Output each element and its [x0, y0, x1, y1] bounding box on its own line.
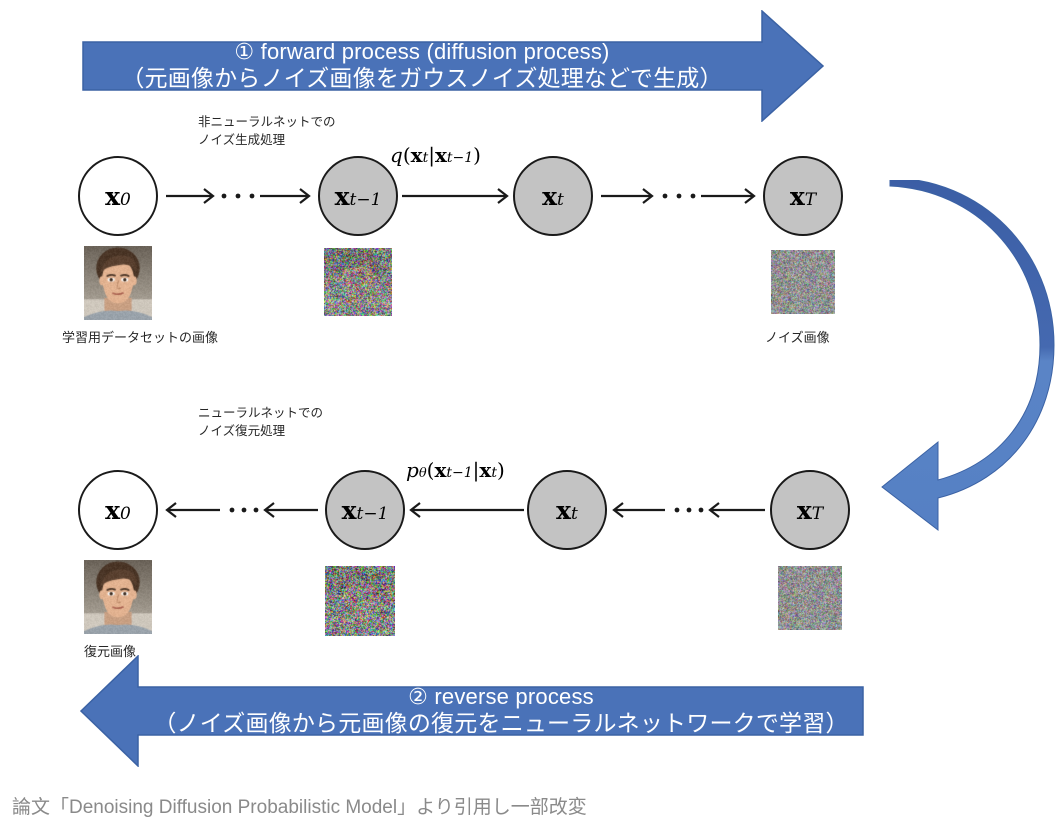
thumbnail-face-original — [84, 246, 152, 320]
forward-connector-2-icon — [402, 188, 509, 204]
reverse-process-note: ニューラルネットでの ノイズ復元処理 — [198, 406, 324, 439]
thumbnail-face-restored — [84, 560, 152, 634]
node-xt-reverse-label: xt — [556, 495, 578, 525]
reverse-arrow-shape — [80, 655, 864, 767]
node-x0-forward: x0 — [78, 156, 158, 236]
forward-connector-1-icon — [166, 188, 311, 204]
reverse-connector-3-icon — [612, 502, 765, 518]
reverse-connector-1-icon — [165, 502, 318, 518]
forward-formula-q: q(xt|xt−1) — [390, 143, 481, 167]
forward-connector-3-icon — [601, 188, 756, 204]
caption-noise-image-forward: ノイズ画像 — [765, 330, 830, 345]
thumbnail-noisy-xt-1-reverse — [325, 566, 395, 636]
thumbnail-noisy-xt-1 — [324, 248, 392, 316]
thumbnail-face-restored-canvas — [84, 560, 152, 634]
node-xt-reverse: xt — [527, 470, 607, 550]
node-xt-forward-label: xt — [542, 181, 564, 211]
forward-process-note: 非ニューラルネットでの ノイズ生成処理 — [198, 115, 336, 148]
reverse-connector-2-icon — [409, 502, 524, 518]
wrap-around-arrow — [880, 180, 1055, 540]
node-xt-1-reverse: xt−1 — [325, 470, 405, 550]
node-xT-forward: xT — [763, 156, 843, 236]
caption-restored-image: 復元画像 — [84, 644, 137, 659]
wrap-around-arrow-shape — [881, 180, 1055, 532]
node-xt-1-forward: xt−1 — [318, 156, 398, 236]
reverse-process-banner: ② reverse process （ノイズ画像から元画像の復元をニューラルネッ… — [80, 655, 864, 767]
thumbnail-noisy-xt-1-canvas — [324, 248, 392, 316]
thumbnail-noise-xT-forward — [771, 250, 835, 314]
reverse-connector-3 — [611, 492, 769, 528]
thumbnail-face-original-canvas — [84, 246, 152, 320]
node-xT-reverse: xT — [770, 470, 850, 550]
node-xT-forward-label: xT — [789, 181, 817, 211]
source-caption: 論文「Denoising Diffusion Probabilistic Mod… — [12, 797, 587, 818]
node-x0-reverse-label: x0 — [105, 495, 131, 525]
caption-training-dataset-image: 学習用データセットの画像 — [62, 330, 219, 345]
node-xt-1-reverse-label: xt−1 — [341, 495, 389, 525]
node-x0-reverse: x0 — [78, 470, 158, 550]
thumbnail-noisy-xt-1-reverse-canvas — [325, 566, 395, 636]
thumbnail-noise-xT-reverse-canvas — [778, 566, 842, 630]
reverse-connector-2 — [408, 492, 526, 528]
reverse-formula-p: pθ(xt−1|xt) — [406, 458, 505, 482]
node-x0-forward-label: x0 — [105, 181, 131, 211]
forward-connector-3 — [597, 178, 761, 214]
node-xt-forward: xt — [513, 156, 593, 236]
forward-connector-1 — [162, 178, 316, 214]
node-xt-1-forward-label: xt−1 — [334, 181, 382, 211]
forward-arrow-shape — [82, 10, 824, 122]
node-xT-reverse-label: xT — [796, 495, 824, 525]
thumbnail-noise-xT-reverse — [778, 566, 842, 630]
forward-connector-2 — [400, 178, 512, 214]
reverse-connector-1 — [164, 492, 322, 528]
forward-process-banner: ① forward process (diffusion process) （元… — [82, 10, 824, 122]
thumbnail-noise-xT-forward-canvas — [771, 250, 835, 314]
